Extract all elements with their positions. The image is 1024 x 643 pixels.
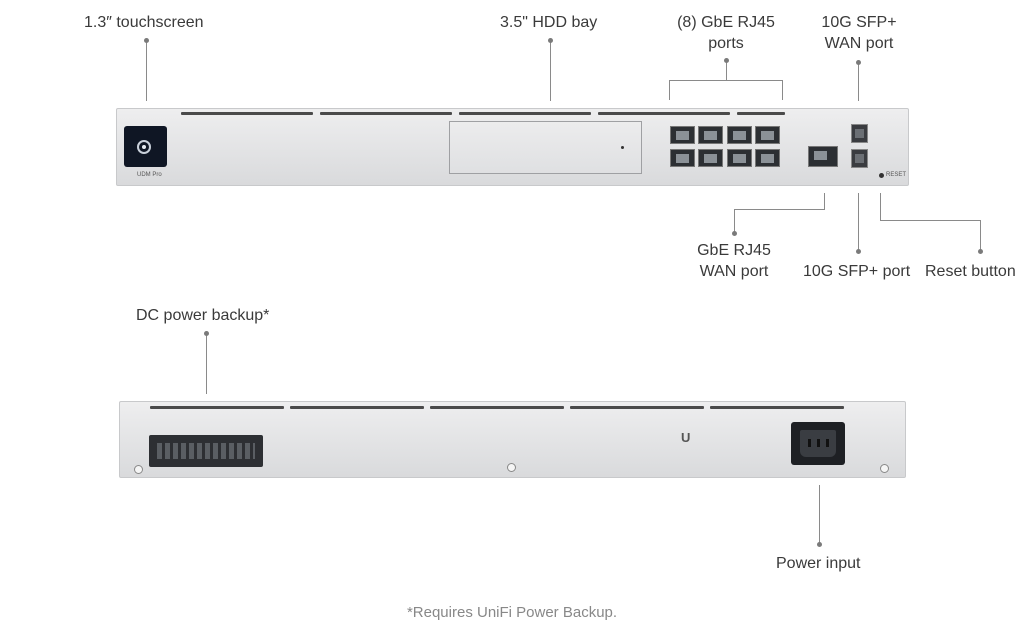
front-vent: [181, 112, 313, 115]
label-sfp-port: 10G SFP+ port: [803, 263, 911, 280]
network-logo-icon: [137, 140, 151, 154]
label-sfp-wan-line2: WAN port: [824, 35, 894, 52]
touchscreen-brand-mark: UDM Pro: [137, 172, 162, 178]
leader-dot: [856, 249, 861, 254]
dc-power-connector: [149, 435, 263, 467]
leader-dot: [978, 249, 983, 254]
inlet-pin: [826, 439, 829, 447]
screw: [507, 463, 516, 472]
label-gbe-ports-line2: ports: [708, 35, 744, 52]
rj45-port: [727, 126, 752, 144]
rear-vent: [290, 406, 424, 409]
leader-dot: [732, 231, 737, 236]
label-gbe-ports: (8) GbE RJ45 ports: [676, 12, 776, 54]
leader-line: [726, 61, 727, 80]
connector-pins: [157, 443, 255, 459]
label-gbe-ports-line1: (8) GbE RJ45: [677, 14, 775, 31]
leader-bracket: [782, 80, 783, 100]
touchscreen-display: [124, 126, 167, 167]
leader-line: [858, 193, 859, 251]
leader-dot: [144, 38, 149, 43]
rear-vent: [430, 406, 564, 409]
leader-dot: [724, 58, 729, 63]
sfp-lan-port: [851, 149, 868, 168]
inlet-pin: [817, 439, 820, 447]
rear-vent: [150, 406, 284, 409]
hdd-latch: [621, 146, 624, 149]
leader-line: [550, 41, 551, 101]
leader-bracket: [669, 80, 783, 81]
screw: [880, 464, 889, 473]
rj45-port: [755, 126, 780, 144]
leader-line: [824, 193, 825, 210]
rear-vent: [710, 406, 844, 409]
label-touchscreen: 1.3″ touchscreen: [84, 14, 204, 31]
rj45-port: [670, 126, 695, 144]
screw: [134, 465, 143, 474]
leader-dot: [204, 331, 209, 336]
leader-dot: [548, 38, 553, 43]
label-gbe-wan-line1: GbE RJ45: [697, 242, 771, 259]
leader-line: [880, 193, 881, 220]
label-gbe-wan-line2: WAN port: [699, 263, 769, 280]
reset-mark: RESET: [886, 172, 907, 178]
front-vent: [598, 112, 730, 115]
hdd-bay-door: [449, 121, 642, 174]
footnote: *Requires UniFi Power Backup.: [406, 604, 618, 621]
leader-dot: [817, 542, 822, 547]
label-hdd-bay: 3.5" HDD bay: [500, 14, 598, 31]
label-power-input: Power input: [776, 555, 861, 572]
label-dc-power-backup: DC power backup*: [136, 307, 270, 324]
label-gbe-wan: GbE RJ45 WAN port: [690, 240, 778, 282]
rear-vent: [570, 406, 704, 409]
leader-line: [146, 41, 147, 101]
ac-power-inlet: [791, 422, 845, 465]
label-sfp-wan: 10G SFP+ WAN port: [817, 12, 901, 54]
rj45-port: [727, 149, 752, 167]
leader-line: [734, 209, 825, 210]
rj45-port: [698, 149, 723, 167]
leader-line: [206, 334, 207, 394]
leader-line: [819, 485, 820, 544]
inlet-socket: [800, 430, 836, 457]
leader-line: [880, 220, 981, 221]
wan-rj45-port: [808, 146, 838, 167]
label-reset-button: Reset button: [925, 263, 1016, 280]
rj45-port: [755, 149, 780, 167]
ubiquiti-logo-icon: U: [681, 430, 691, 445]
front-vent: [320, 112, 452, 115]
sfp-wan-port: [851, 124, 868, 143]
front-vent: [737, 112, 785, 115]
leader-dot: [856, 60, 861, 65]
leader-bracket: [669, 80, 670, 100]
reset-button: [879, 173, 884, 178]
leader-line: [734, 209, 735, 233]
front-vent: [459, 112, 591, 115]
label-sfp-wan-line1: 10G SFP+: [821, 14, 897, 31]
leader-line: [980, 220, 981, 251]
rj45-port: [670, 149, 695, 167]
inlet-pin: [808, 439, 811, 447]
leader-line: [858, 63, 859, 101]
rj45-port: [698, 126, 723, 144]
